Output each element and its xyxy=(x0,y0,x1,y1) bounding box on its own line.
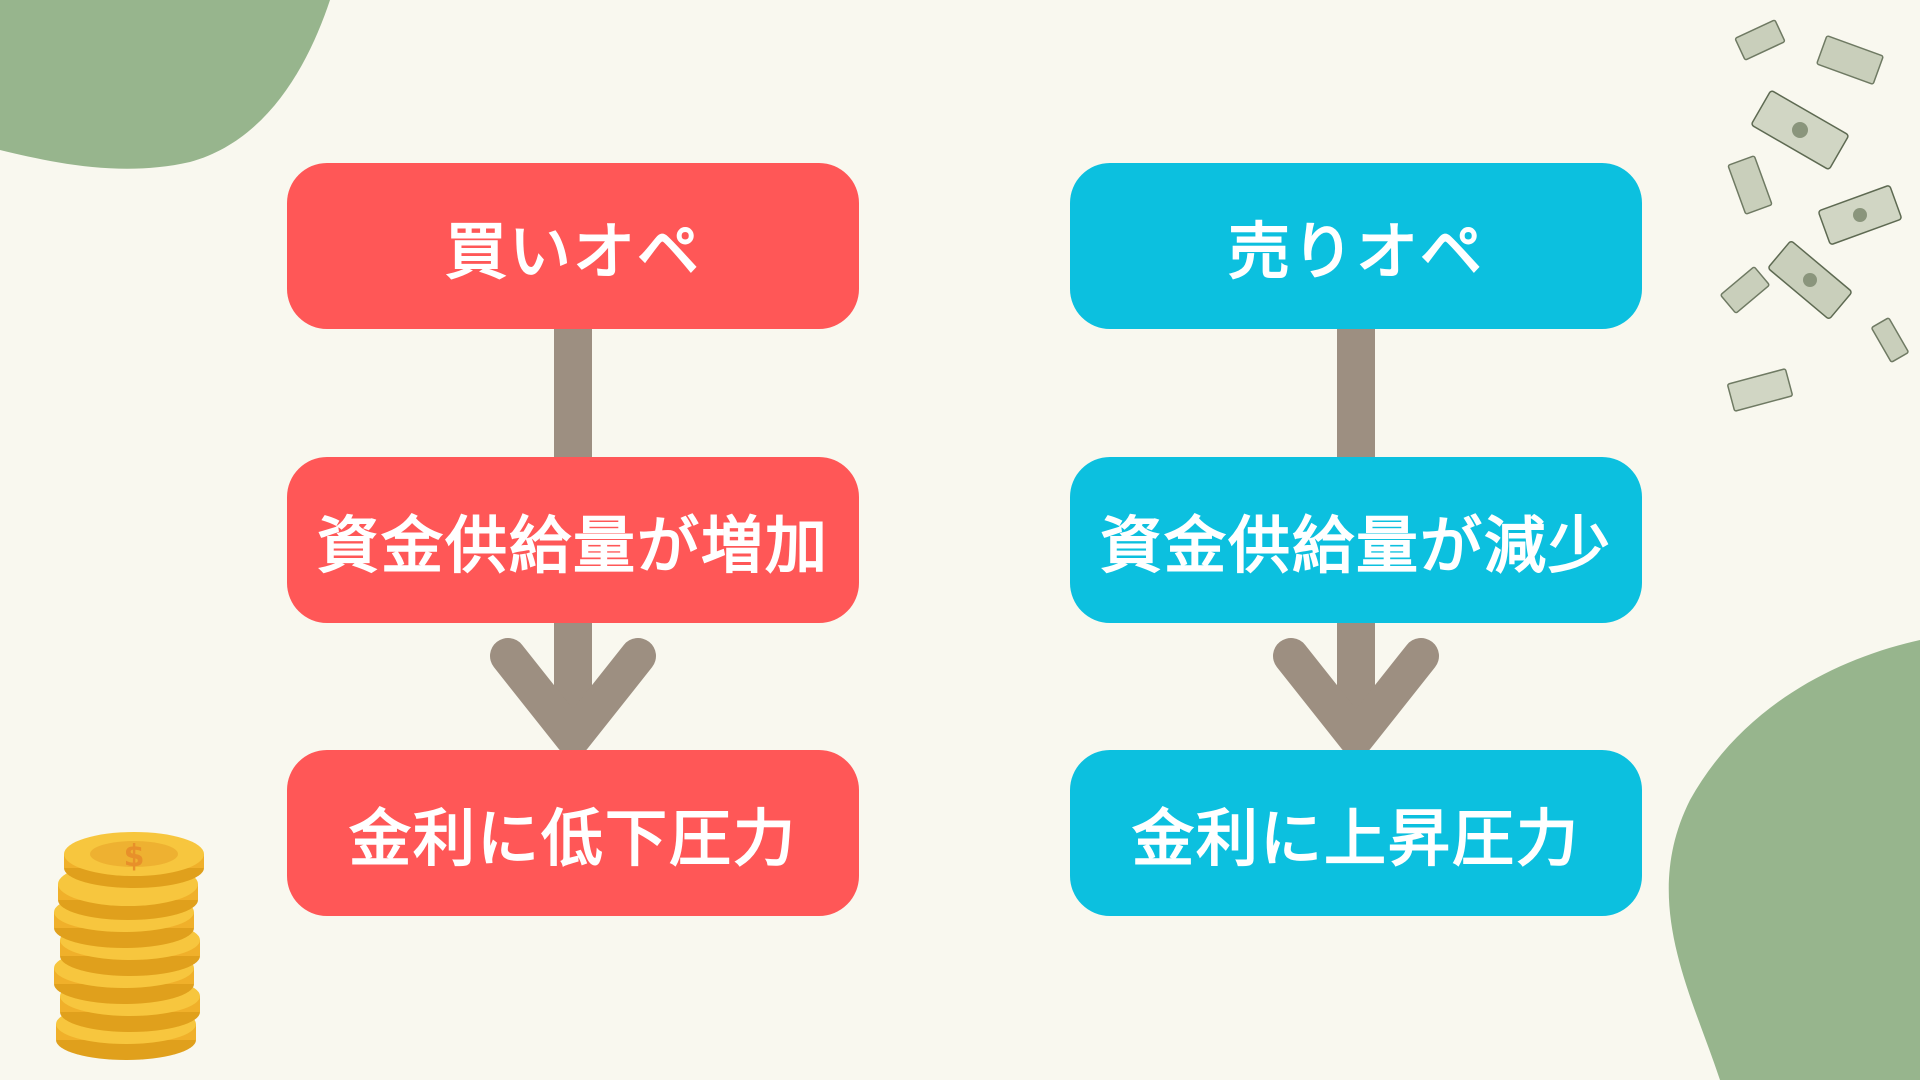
sell-result-text: 金利に上昇圧力 xyxy=(1131,802,1580,875)
sell-supply-text: 資金供給量が減少 xyxy=(1099,509,1612,582)
sell-connector-line xyxy=(1337,329,1375,459)
falling-banknotes-icon xyxy=(1720,19,1909,412)
sell-down-arrow xyxy=(1273,623,1439,753)
sell-operation-box: 売りオペ xyxy=(1070,163,1642,329)
buy-operation-box: 買いオペ xyxy=(287,163,859,329)
buy-down-arrow xyxy=(490,623,656,753)
coin-stack-icon: $ xyxy=(54,832,204,1060)
coin-dollar-symbol: $ xyxy=(124,839,145,874)
sell-operation-title: 売りオペ xyxy=(1227,215,1484,288)
blob-bottom-right xyxy=(1668,640,1920,1080)
blob-top-left xyxy=(0,0,330,169)
buy-operation-title: 買いオペ xyxy=(444,215,701,288)
buy-result-text: 金利に低下圧力 xyxy=(348,802,797,875)
buy-result-box: 金利に低下圧力 xyxy=(287,750,859,916)
buy-connector-line xyxy=(554,329,592,459)
buy-supply-text: 資金供給量が増加 xyxy=(316,509,829,582)
buy-supply-box: 資金供給量が増加 xyxy=(287,457,859,623)
sell-supply-box: 資金供給量が減少 xyxy=(1070,457,1642,623)
sell-result-box: 金利に上昇圧力 xyxy=(1070,750,1642,916)
